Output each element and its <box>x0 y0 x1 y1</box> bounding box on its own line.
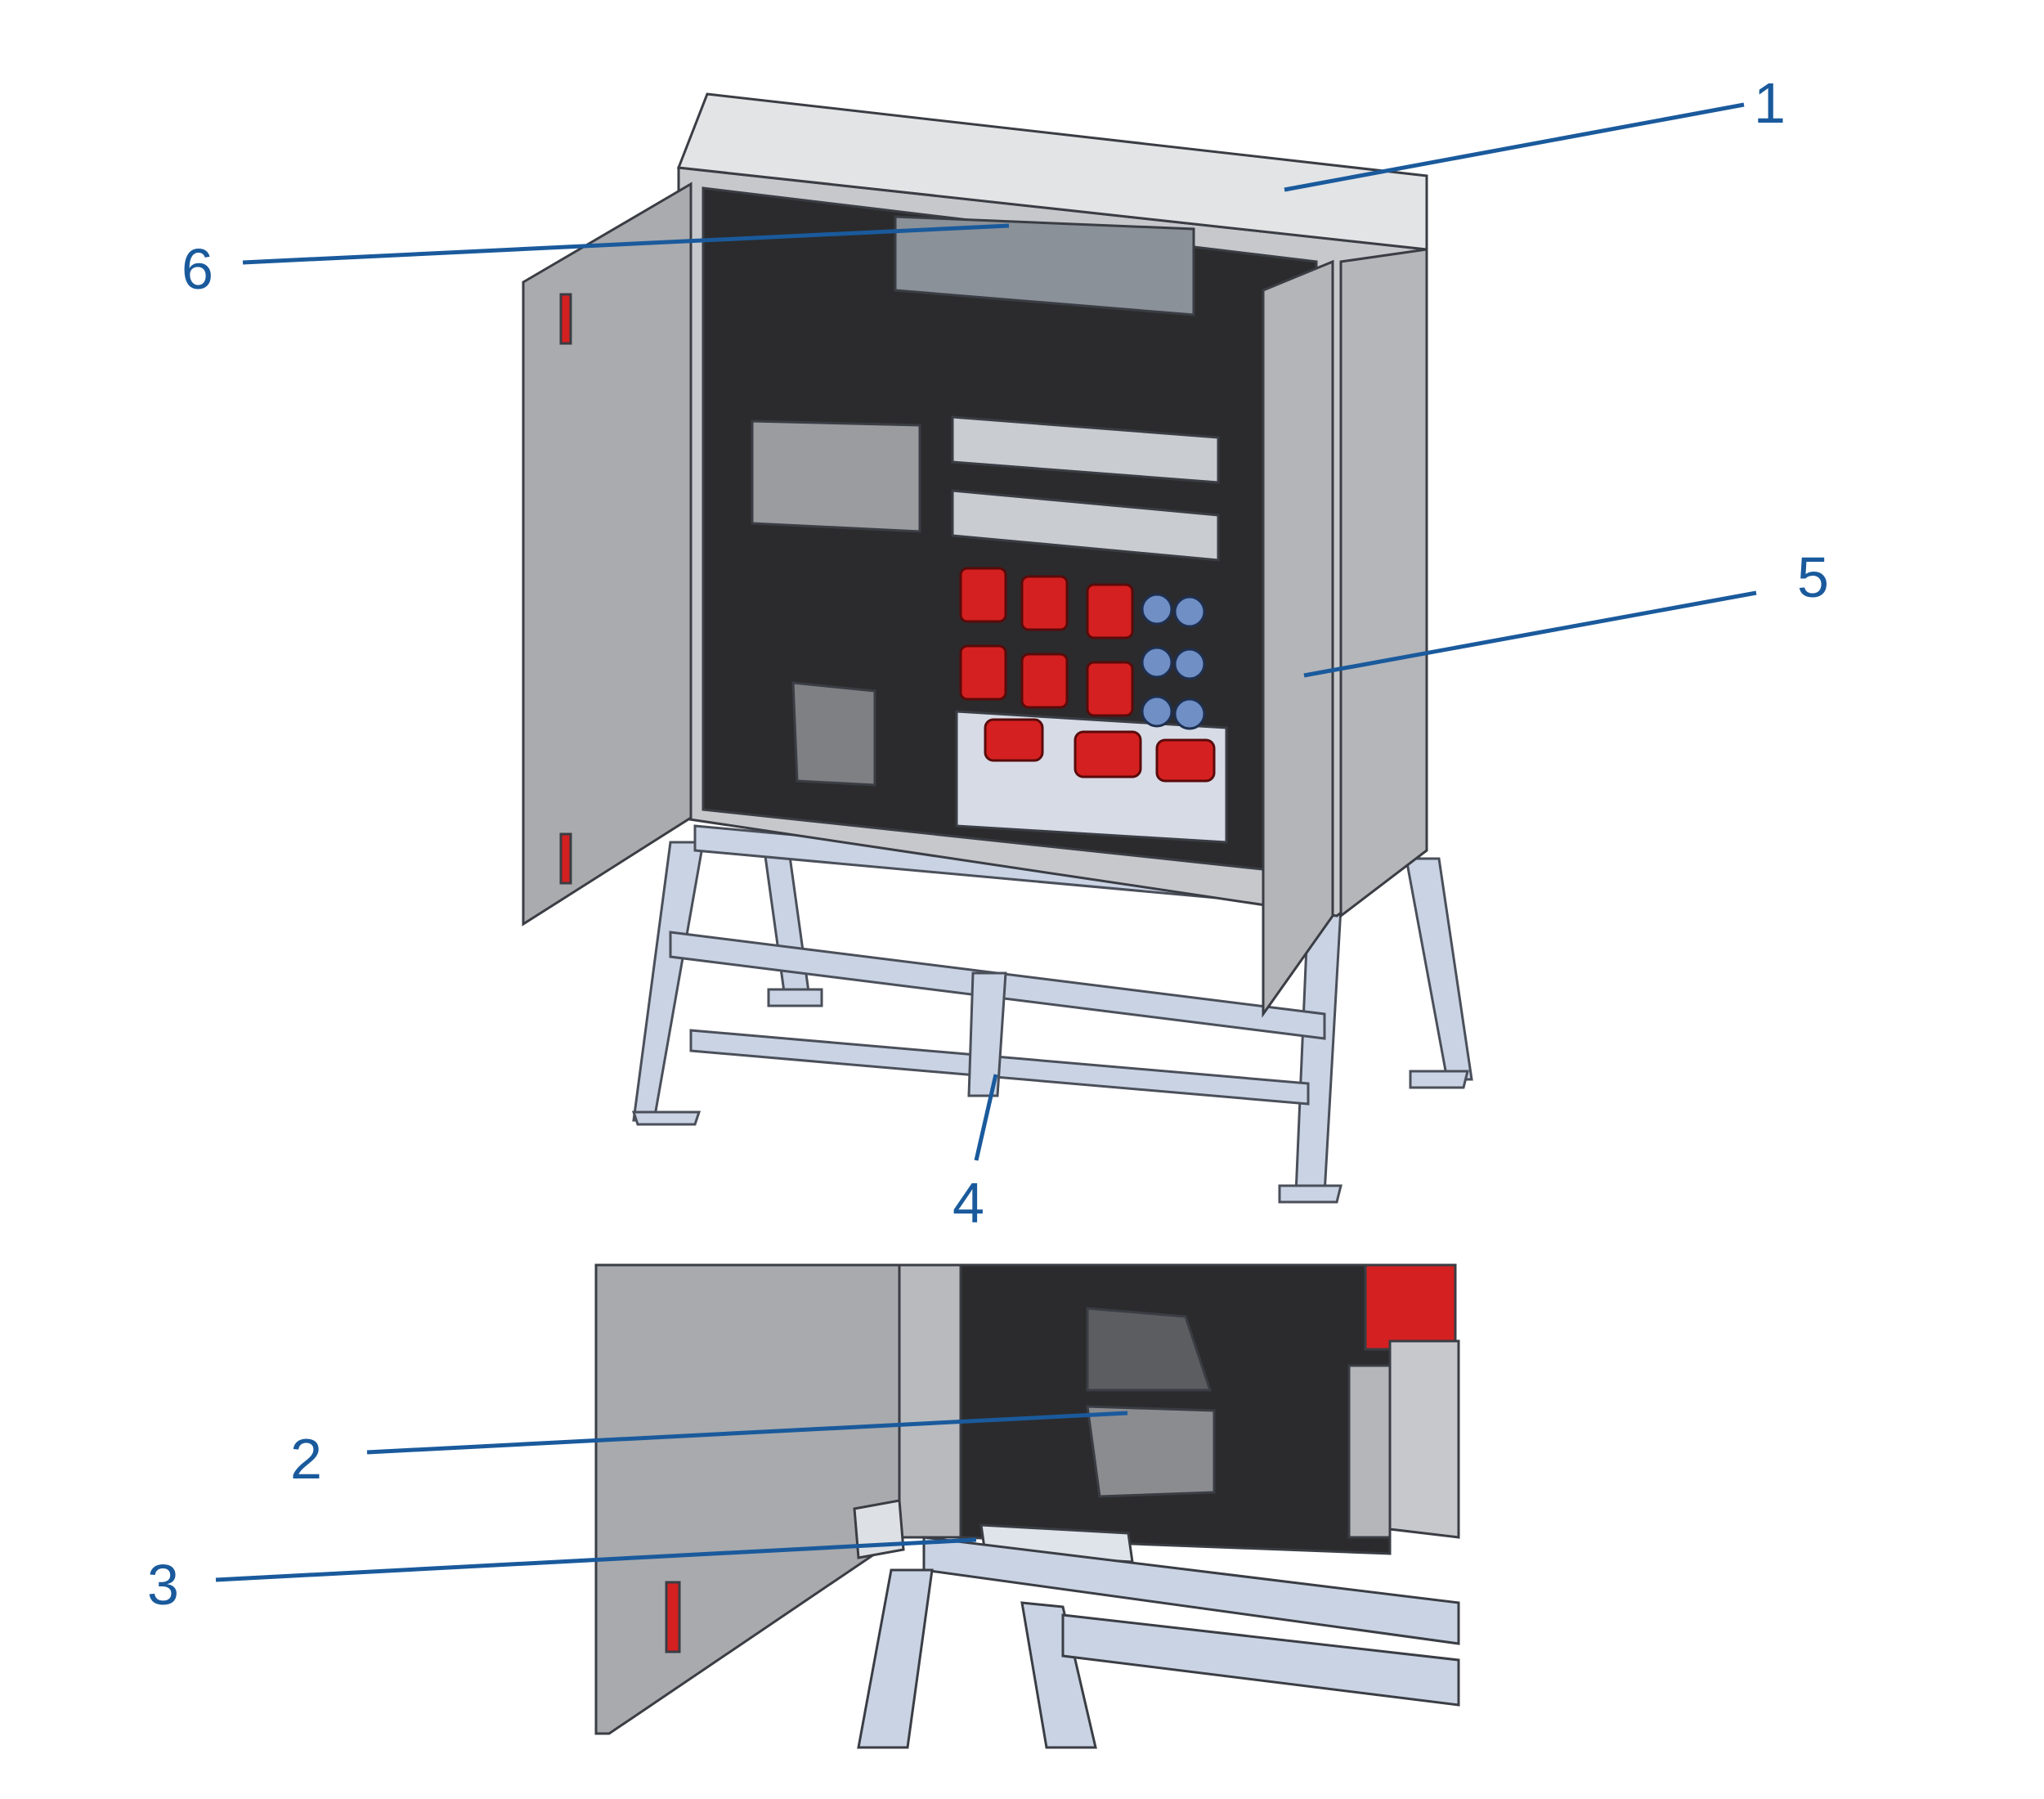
callout-label-2: 2 <box>290 1427 322 1491</box>
callout-lines <box>215 102 1757 1582</box>
cabinet-doors <box>522 182 1334 1018</box>
callout-line-3 <box>215 1537 977 1582</box>
callout-label-1: 1 <box>1754 71 1786 135</box>
callout-label-6: 6 <box>182 237 213 301</box>
callout-label-4: 4 <box>953 1171 984 1235</box>
blue-sockets <box>1141 593 1206 730</box>
stand-frame <box>631 824 1473 1204</box>
detail-inset <box>594 1263 1460 1749</box>
callout-line-4 <box>974 1074 998 1161</box>
callout-line-1 <box>1284 102 1745 192</box>
callout-line-5 <box>1303 590 1757 678</box>
callout-line-2 <box>366 1411 1128 1455</box>
callout-line-6 <box>242 223 1010 265</box>
red-sockets <box>959 567 1216 783</box>
callout-label-3: 3 <box>147 1553 179 1617</box>
callout-label-5: 5 <box>1797 545 1829 609</box>
